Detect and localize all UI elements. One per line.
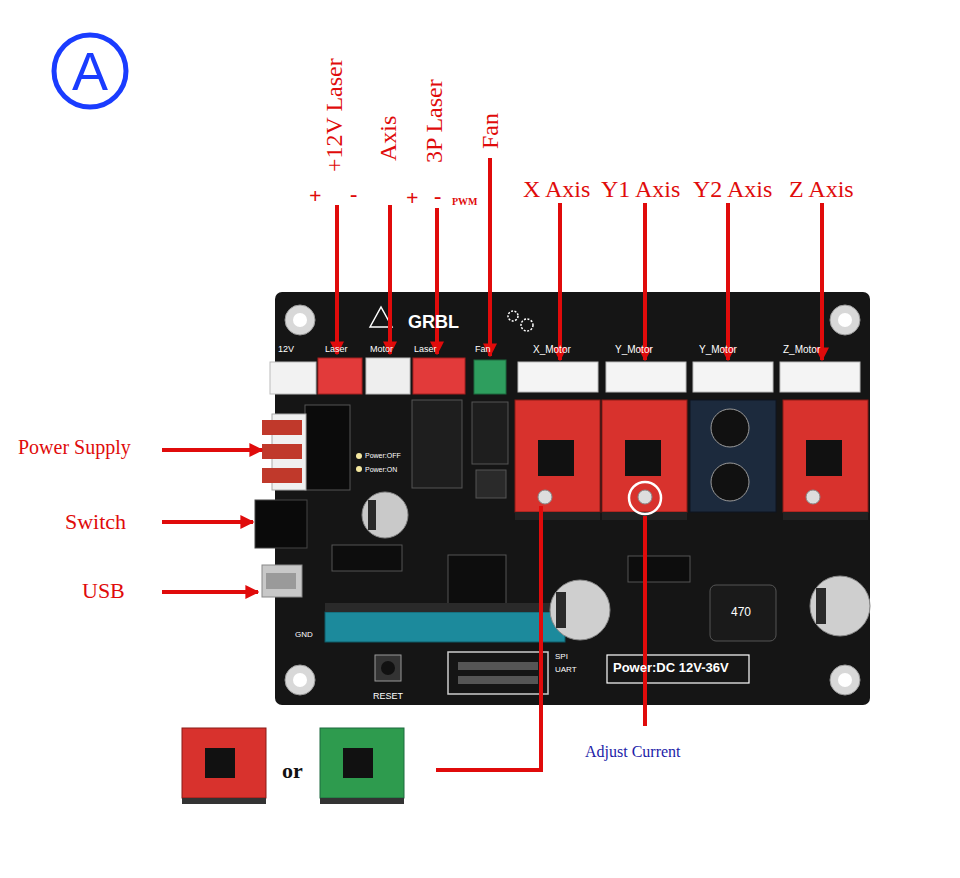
badge-circle: A xyxy=(50,31,130,111)
part-label: Adjust Current xyxy=(585,744,681,760)
silkscreen-text: RESET xyxy=(373,692,403,701)
silkscreen-text: Y_Motor xyxy=(615,345,653,355)
port-label: +12V Laser xyxy=(322,58,346,172)
axis-label: X Axis xyxy=(523,177,590,201)
port-label: Fan xyxy=(478,113,502,149)
silkscreen-text: Laser xyxy=(414,345,437,354)
silkscreen-text: Power:OFF xyxy=(365,452,401,459)
controller-board: 12V Laser Motor Laser Fan X_Motor Y_Motor Y_Mot… xyxy=(275,292,870,705)
axis-label: Y1 Axis xyxy=(601,177,680,201)
callout-arrow xyxy=(162,590,258,594)
axis-label: Y2 Axis xyxy=(693,177,772,201)
polarity-mark: + xyxy=(406,187,419,209)
callout-arrow xyxy=(162,448,262,452)
callout-arrow xyxy=(162,520,253,524)
silkscreen-text: Laser xyxy=(325,345,348,354)
silkscreen-text: UART xyxy=(555,666,577,674)
silkscreen-text: GND xyxy=(295,631,313,639)
pin-header xyxy=(320,798,404,804)
driver-ic xyxy=(205,748,235,778)
port-label: Axis xyxy=(376,116,400,161)
silkscreen-text: SPI xyxy=(555,653,568,661)
conjunction-text: or xyxy=(282,760,303,782)
axis-label: Z Axis xyxy=(789,177,854,201)
silkscreen-text: Motor xyxy=(370,345,393,354)
polarity-mark: + xyxy=(309,185,322,207)
board-logo: GRBL xyxy=(408,313,459,331)
red-driver-board xyxy=(182,728,266,798)
pin-header xyxy=(182,798,266,804)
part-label: Power Supply xyxy=(18,437,131,457)
polarity-mark: - xyxy=(350,183,357,205)
driver-ic xyxy=(343,748,373,778)
silkscreen-text: X_Motor xyxy=(533,345,571,355)
part-label: USB xyxy=(82,580,125,602)
driver-alternatives xyxy=(182,728,404,804)
green-driver-board xyxy=(320,728,404,798)
part-label: Switch xyxy=(65,511,126,533)
signal-name: PWM xyxy=(452,197,478,207)
silkscreen-text: Z_Motor xyxy=(783,345,820,355)
port-label: 3P Laser xyxy=(422,79,446,163)
power-rating: Power:DC 12V-36V xyxy=(613,661,729,674)
silkscreen-text: Y_Motor xyxy=(699,345,737,355)
badge-letter: A xyxy=(50,31,130,111)
silkscreen-text: Power:ON xyxy=(365,466,397,473)
component-marking: 470 xyxy=(731,606,751,618)
silkscreen-text: Fan xyxy=(475,345,491,354)
polarity-mark: - xyxy=(434,185,441,207)
silkscreen-text: 12V xyxy=(278,345,294,354)
